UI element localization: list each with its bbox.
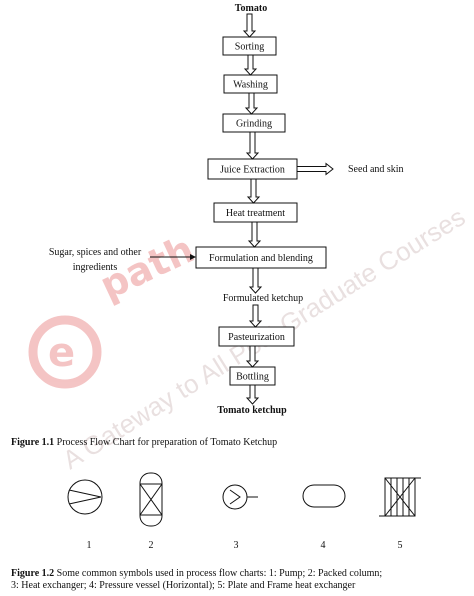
arrow-down-icon [245, 384, 260, 405]
symbol-number: 2 [149, 540, 154, 551]
step-juice-extraction: Juice Extraction [207, 158, 298, 180]
svg-text:Heat treatment: Heat treatment [226, 208, 285, 219]
svg-text:Washing: Washing [233, 80, 268, 91]
figure1-caption-text: Process Flow Chart for preparation of To… [54, 437, 278, 448]
arrow-down-icon [245, 131, 260, 160]
svg-text:Juice Extraction: Juice Extraction [220, 165, 285, 176]
figure2-caption-text-line2: 3: Heat exchanger; 4: Pressure vessel (H… [11, 580, 356, 591]
figure1-label: Figure 1.1 [11, 437, 55, 448]
step-washing: Washing [223, 74, 278, 94]
svg-text:Grinding: Grinding [236, 119, 272, 130]
svg-text:Pasteurization: Pasteurization [228, 332, 285, 343]
figure2-caption: Figure 1.2 Some common symbols used in p… [11, 568, 466, 592]
arrow-down-icon [243, 54, 258, 76]
ingredients-label-line1: Sugar, spices and other [49, 247, 142, 258]
plate-frame-exchanger-symbol-icon [379, 477, 421, 517]
flow-arrows [242, 13, 334, 405]
ingredients-label-line2: ingredients [73, 262, 118, 273]
svg-text:Bottling: Bottling [236, 372, 269, 383]
arrow-down-icon [246, 178, 261, 204]
arrow-down-icon [245, 345, 260, 368]
symbol-number: 5 [398, 540, 403, 551]
arrow-down-icon [247, 221, 262, 248]
arrow-right-icon [296, 162, 334, 176]
symbol-number: 3 [234, 540, 239, 551]
step-bottling: Bottling [229, 366, 276, 386]
flow-output-label: Tomato ketchup [217, 405, 287, 416]
svg-text:Sorting: Sorting [235, 42, 264, 53]
figure1-caption: Figure 1.1 Process Flow Chart for prepar… [11, 437, 466, 449]
step-formulation-blending: Formulation and blending [195, 246, 327, 269]
pressure-vessel-symbol-icon [302, 484, 346, 508]
formulated-ketchup-label: Formulated ketchup [223, 293, 303, 304]
symbol-number: 1 [87, 540, 92, 551]
figure2-label: Figure 1.2 [11, 568, 55, 579]
flow-input-label: Tomato [235, 3, 267, 14]
seed-skin-label: Seed and skin [348, 164, 404, 175]
step-grinding: Grinding [222, 113, 286, 133]
arrow-down-icon [242, 13, 257, 38]
arrow-down-icon [248, 304, 263, 328]
pump-symbol-icon [67, 479, 103, 515]
arrow-down-icon [244, 92, 259, 115]
step-sorting: Sorting [222, 36, 277, 56]
packed-column-symbol-icon [139, 472, 163, 527]
svg-text:e: e [48, 330, 75, 376]
figure2-caption-text: Some common symbols used in process flow… [54, 568, 383, 579]
heat-exchanger-symbol-icon [222, 484, 258, 510]
step-heat-treatment: Heat treatment [213, 202, 298, 223]
symbol-number: 4 [321, 540, 326, 551]
svg-text:Formulation and blending: Formulation and blending [209, 253, 313, 264]
arrow-down-icon [248, 267, 263, 294]
step-pasteurization: Pasteurization [218, 326, 295, 347]
